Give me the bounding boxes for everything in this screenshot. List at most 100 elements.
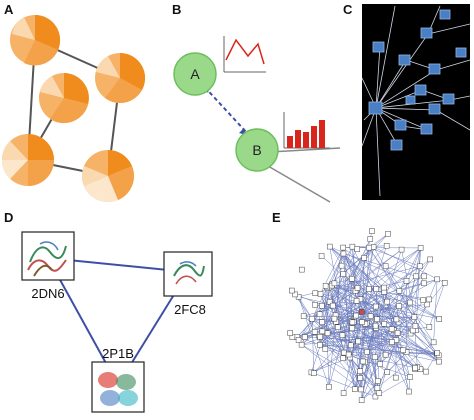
network-node <box>335 324 341 331</box>
cube-node <box>455 47 467 58</box>
structure-node-2p1b <box>91 361 145 413</box>
network-node <box>392 374 399 381</box>
structure-node-2fc8 <box>163 251 213 297</box>
network-node <box>311 370 317 376</box>
network-node <box>298 341 305 348</box>
network-node <box>359 319 365 325</box>
network-node <box>374 385 381 391</box>
network-node <box>331 315 338 322</box>
panel-c-network <box>361 4 471 200</box>
panel-label-e: E <box>272 210 281 225</box>
cube-node <box>398 54 411 66</box>
network-node <box>407 299 413 306</box>
network-node <box>358 309 365 315</box>
network-node <box>326 384 332 390</box>
network-node <box>421 280 427 287</box>
network-node <box>358 397 365 403</box>
network-node <box>373 286 380 292</box>
panel-b-diagram: A B <box>173 36 341 203</box>
network-node <box>288 287 295 294</box>
network-node <box>369 228 375 234</box>
cube-node <box>428 63 441 75</box>
structure-node-2dn6 <box>21 231 75 281</box>
network-node <box>409 327 416 334</box>
network-node <box>349 325 355 332</box>
network-node <box>417 245 424 251</box>
node-b <box>235 128 279 172</box>
network-node <box>340 250 347 257</box>
network-node <box>366 286 372 292</box>
node-b-label: B <box>252 142 261 158</box>
network-node <box>322 346 329 352</box>
network-node <box>384 369 390 375</box>
network-node <box>396 288 403 294</box>
network-node <box>324 330 331 336</box>
network-node <box>292 291 298 298</box>
network-node <box>317 334 323 340</box>
network-node <box>309 315 315 322</box>
edge <box>267 165 331 203</box>
network-node <box>361 255 367 261</box>
network-node <box>302 334 308 340</box>
network-node <box>427 256 433 263</box>
network-node <box>358 386 364 393</box>
network-node <box>312 302 318 308</box>
network-node <box>413 273 419 280</box>
network-node <box>287 330 293 336</box>
panel-label-c: C <box>343 2 353 17</box>
panel-d-network: 2DN6 2FC8 2P1B <box>21 231 213 413</box>
network-node <box>385 231 391 237</box>
network-node <box>421 273 427 280</box>
network-node <box>436 316 442 322</box>
panel-label-b: B <box>172 2 182 17</box>
network-node <box>366 244 372 251</box>
network-node <box>381 321 387 327</box>
network-node <box>407 374 413 380</box>
network-node <box>394 330 401 336</box>
network-node <box>341 349 347 356</box>
cube-node <box>372 41 385 53</box>
network-node <box>372 322 379 329</box>
network-node <box>353 312 359 319</box>
dashed-edge <box>199 81 249 135</box>
network-node <box>326 299 333 305</box>
pie-node <box>1 134 54 186</box>
panel-label-a: A <box>4 2 14 17</box>
network-node <box>300 313 307 319</box>
pie-node <box>95 52 146 104</box>
cube-node <box>414 84 427 96</box>
network-node <box>295 337 302 343</box>
network-node <box>400 347 406 353</box>
network-node <box>340 390 347 396</box>
network-node <box>382 351 389 358</box>
node-a-label: A <box>190 66 200 82</box>
network-node <box>319 319 325 325</box>
network-node <box>372 393 379 400</box>
network-node <box>436 358 442 365</box>
pie-node <box>39 73 89 124</box>
mini-line-chart <box>223 36 266 73</box>
network-node <box>349 276 355 282</box>
network-node <box>382 263 389 269</box>
network-node <box>377 361 383 367</box>
network-node <box>326 243 333 250</box>
network-node <box>299 266 305 273</box>
network-node <box>403 278 410 284</box>
network-node <box>412 365 418 371</box>
network-node <box>317 291 324 297</box>
network-node <box>426 296 432 303</box>
network-node <box>411 314 418 320</box>
network-node <box>340 244 346 251</box>
network-node <box>338 262 345 269</box>
network-node <box>375 378 381 384</box>
network-node <box>373 303 379 310</box>
network-node <box>426 324 433 330</box>
edge <box>269 147 341 153</box>
network-node <box>370 244 377 250</box>
network-node <box>354 285 361 291</box>
network-node <box>396 303 402 309</box>
structure-label-2dn6: 2DN6 <box>31 286 64 301</box>
network-node <box>317 342 323 348</box>
network-node <box>352 386 358 392</box>
